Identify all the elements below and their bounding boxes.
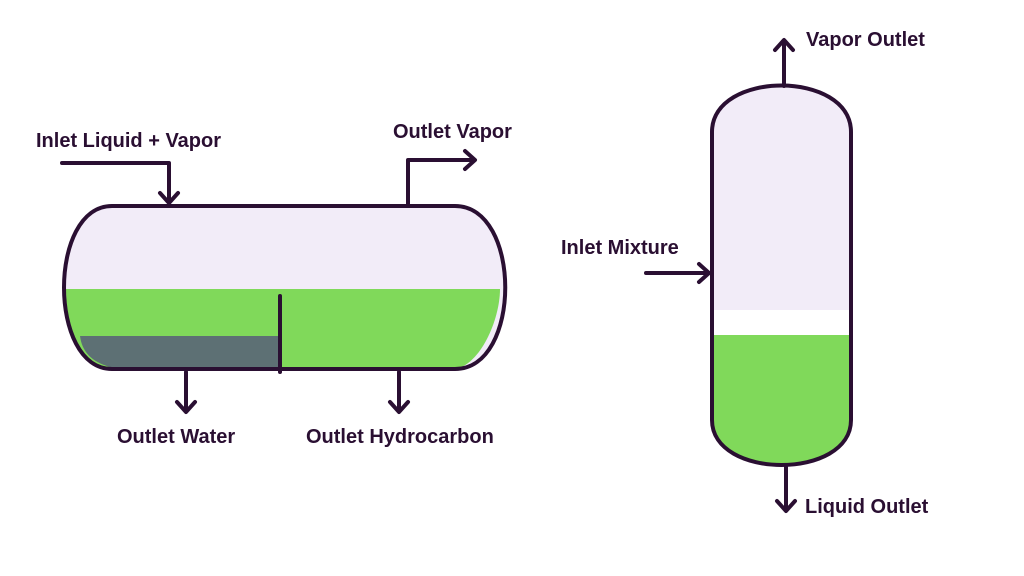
vertical-vessel-liquid (712, 335, 851, 465)
label-outlet-vapor: Outlet Vapor (393, 121, 512, 143)
label-outlet-hydrocarbon: Outlet Hydrocarbon (306, 426, 494, 448)
horizontal-inlet-pipe (60, 161, 171, 203)
label-inlet-mixture: Inlet Mixture (561, 237, 679, 259)
horizontal-vessel-outline (62, 204, 508, 371)
vertical-vessel-interface-gap (712, 310, 851, 335)
vertical-vessel-outline (710, 83, 853, 467)
vertical-vessel-vapor-space (712, 85, 851, 310)
label-vapor-outlet: Vapor Outlet (806, 29, 925, 51)
horizontal-outlet-water-arrowhead (175, 400, 197, 414)
vertical-liquid-outlet-arrowhead (775, 499, 797, 513)
label-liquid-outlet: Liquid Outlet (805, 496, 929, 518)
horizontal-vessel-water-layer (80, 336, 280, 367)
vertical-vapor-outlet-arrowhead (773, 38, 795, 52)
label-outlet-water: Outlet Water (117, 426, 236, 448)
horizontal-inlet-arrowhead (158, 191, 180, 205)
horizontal-outlet-vapor-arrowhead (463, 149, 477, 171)
horizontal-outlet-vapor-pipe (406, 158, 476, 208)
label-inlet-liquid-vapor: Inlet Liquid + Vapor (36, 130, 222, 152)
horizontal-separator (60, 149, 508, 414)
vertical-inlet-arrowhead (697, 262, 711, 284)
vertical-separator (644, 38, 853, 513)
horizontal-outlet-hydrocarbon-arrowhead (388, 400, 410, 414)
